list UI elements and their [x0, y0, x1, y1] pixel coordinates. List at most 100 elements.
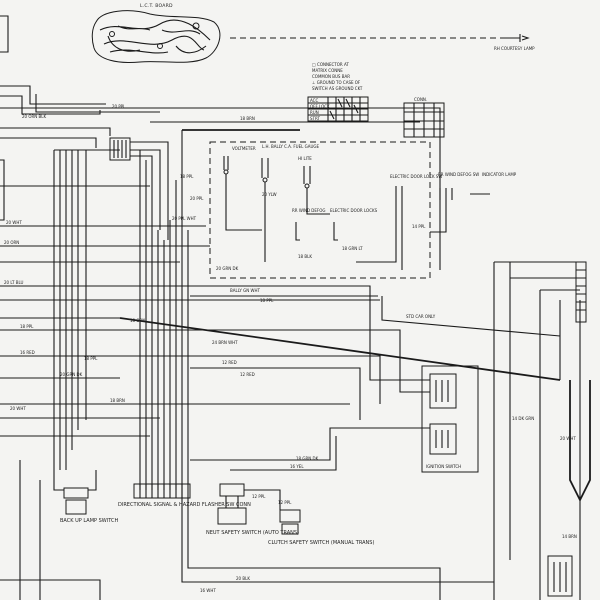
flasher-connector: DIRECTIONAL SIGNAL & HAZARD FLASHER SW C… — [118, 483, 251, 508]
wire-label-wht-left: 20 WHT — [6, 220, 22, 225]
courtesy-lamp-label: RH COURTESY LAMP — [494, 46, 535, 51]
gauge-wires — [225, 174, 330, 262]
wire-left-4 — [0, 127, 111, 136]
rr-wind-defog-sw-label: RR WIND DEFOG SW — [438, 172, 479, 177]
lct-board-terminal — [109, 31, 115, 37]
wire-label-18brn: 18 BRN — [240, 116, 255, 121]
matrix-run: RUN — [310, 110, 319, 115]
matrix-off-lock: OFF LOCK — [310, 104, 330, 109]
wire-label-20wht-right: 20 WHT — [560, 436, 576, 441]
right-connector-pins — [576, 269, 586, 311]
wire-mid-4 — [170, 355, 381, 404]
matrix-marks — [329, 98, 359, 120]
neutral-safety-switch: NEUT SAFETY SWITCH (AUTO TRANS) 12 PPL — [206, 483, 299, 536]
wire-left-5 — [0, 137, 97, 148]
connector-block-a-pins — [113, 140, 127, 158]
voltmeter-terminal — [223, 169, 229, 175]
legend-line-1: □ CONNECTOR AT — [312, 62, 349, 67]
ignition-matrix: ACC OFF LOCK RUN STRT CONN. — [307, 96, 445, 138]
wire-bottom-1 — [187, 510, 441, 600]
wire-label-stdcar: STD CAR ONLY — [406, 314, 436, 319]
wire-label-brn18: 18 BRN — [110, 398, 125, 403]
wire-label-16yel: 16 YEL — [290, 464, 304, 469]
wire-bottom-3 — [0, 579, 101, 600]
wire-std-car — [381, 296, 561, 337]
wire-label-red16: 16 RED — [20, 350, 35, 355]
lct-board-terminal — [192, 22, 200, 30]
matrix-grid — [308, 97, 368, 121]
wire-label-brnwht: 24 BRN WHT — [212, 340, 238, 345]
ignition-switch-upper — [429, 373, 457, 409]
wire-label-14ppl: 14 PPL — [412, 224, 426, 229]
matrix-strt: STRT — [310, 116, 320, 121]
clutch-switch-body — [281, 523, 299, 535]
wire-left-1 — [0, 85, 106, 105]
wire-left-3 — [35, 94, 160, 113]
conn-grid-label: CONN. — [414, 97, 427, 102]
hilite-terminal — [304, 183, 310, 189]
right-connector — [575, 261, 587, 323]
courtesy-lamp-symbol — [505, 34, 530, 42]
elec-door-locks-label: ELECTRIC DOOR LOCKS — [330, 208, 378, 213]
ignition-switch-label: IGNITION SWITCH — [426, 464, 461, 469]
lct-board-label: L.C.T. BOARD — [140, 3, 173, 9]
wire-right-h — [494, 261, 580, 291]
wire-mid-8 — [230, 436, 337, 471]
lct-board-outline — [91, 10, 221, 63]
wire-mid-diag — [119, 317, 561, 381]
flasher-connector-pins — [139, 484, 183, 498]
backup-switch-body — [65, 499, 87, 515]
wire-label-18grnlt: 18 GRN LT — [342, 246, 363, 251]
neutral-switch-top — [219, 483, 245, 497]
matrix-acc: ACC — [310, 98, 318, 103]
elec-door-lock-sw-label: ELECTRIC DOOR LOCK SW — [390, 174, 442, 179]
backup-switch-top — [63, 487, 89, 499]
wire-left-loop — [0, 159, 5, 221]
wire-mid-3 — [160, 329, 430, 393]
legend-line-2: MATRIX CONNE — [312, 68, 343, 73]
wire-label-18ppl-c: 18 PPL — [260, 298, 274, 303]
wire-label-14dkgrn: 14 DK GRN — [512, 416, 534, 421]
wire-right-loop — [569, 380, 591, 503]
wire-label-ppl18b: 18 PPL — [84, 356, 98, 361]
wire-label-ornblk: 20 ORN BLK — [22, 114, 47, 119]
gauge-terminals — [223, 156, 311, 184]
wire-label-bally: BALLY GN WHT — [230, 288, 260, 293]
wire-mid-5 — [190, 367, 361, 420]
wire-label-18ppl: 18 PPL — [180, 174, 194, 179]
voltmeter-label: VOLTMETER — [232, 146, 256, 151]
ignition-switch-contacts — [435, 380, 449, 448]
flasher-connector-body — [133, 483, 191, 499]
right-bus: 20 WHT 14 BRN 14 DK GRN — [493, 261, 591, 600]
center-trunk: 20 PPL 20 PPL WHT — [139, 130, 204, 510]
clutch-switch-top — [279, 509, 301, 523]
bottom-runs: 20 BLK 16 WHT — [0, 460, 494, 600]
wire-label-16wht: 16 WHT — [200, 588, 216, 593]
wire-label-12ppl: 12 PPL — [252, 494, 266, 499]
wire-label-20ylw: 20 YLW — [262, 192, 277, 197]
fuel-gauge-label: L.H. BALLY C.A. FUEL GAUGE — [262, 144, 319, 149]
wire-label-20grndk: 20 GRN DK — [216, 266, 239, 271]
ignition-switch-lower — [429, 423, 457, 455]
wire-mid-7 — [190, 427, 430, 461]
wire-label-18grndk: 18 GRN DK — [296, 456, 319, 461]
lct-board-traces — [99, 19, 211, 54]
connector-block-a — [109, 137, 131, 161]
defog-lock-wires — [295, 222, 338, 241]
top-runs: 18 BRN 18 PPL — [0, 107, 441, 270]
rr-wind-defog-label: RR WIND DEFOG — [292, 208, 325, 213]
right-lower-switch-pins — [553, 562, 567, 592]
ignition-switch: IGNITION SWITCH — [421, 365, 479, 473]
wire-label-ltblu: 20 LT BLU — [4, 280, 24, 285]
clutch-switch-label: CLUTCH SAFETY SWITCH (MANUAL TRANS) — [268, 540, 374, 546]
fuel-gauge-terminal — [262, 177, 268, 183]
main-harness: 20 ORN BLK 20 PPL 20 WHT 20 ORN 20 LT BL… — [0, 15, 380, 480]
backup-switch-label: BACK UP LAMP SWITCH — [60, 518, 118, 524]
wire-label-12red: 12 RED — [222, 360, 237, 365]
wire-label-ppl-mid: 20 PPL — [190, 196, 204, 201]
wire-bottom-2 — [181, 500, 494, 583]
switch-wires — [356, 196, 447, 270]
wire-label-14brn: 14 BRN — [562, 534, 577, 539]
backup-switch-wires — [53, 470, 97, 491]
